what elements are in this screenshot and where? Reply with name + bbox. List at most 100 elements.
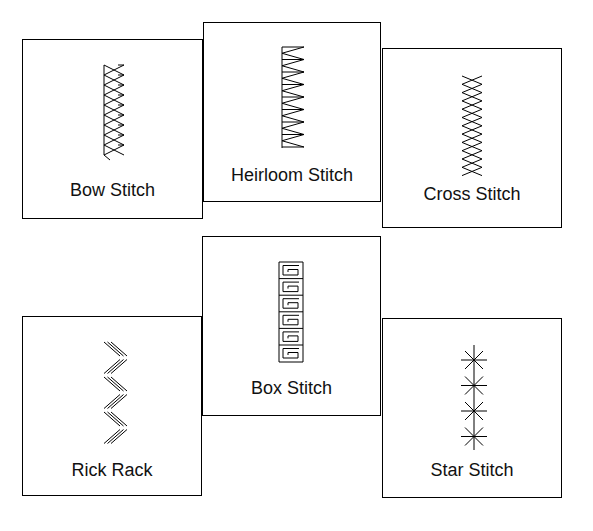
heirloom-stitch xyxy=(282,85,304,91)
cross-stitch xyxy=(462,126,482,134)
box-stitch xyxy=(279,262,303,263)
bow-stitch xyxy=(104,155,110,160)
bow-stitch xyxy=(104,125,124,135)
stitch-box: Heirloom Stitch xyxy=(203,22,381,202)
bow-stitch xyxy=(104,75,124,85)
cross-stitch xyxy=(462,76,482,84)
bow-stitch xyxy=(118,85,124,86)
heirloom-stitch xyxy=(282,122,304,128)
heirloom-stitch xyxy=(282,91,304,97)
bow-stitch xyxy=(104,65,124,75)
bow-stitch xyxy=(118,125,124,126)
stitch-name: Box Stitch xyxy=(249,377,334,399)
rick-rack xyxy=(111,360,127,374)
bow-stitch xyxy=(118,95,124,96)
cross-stitch xyxy=(462,76,482,84)
box-stitch xyxy=(283,315,299,325)
heirloom-stitch xyxy=(282,147,304,148)
box-stitch xyxy=(283,332,299,342)
heirloom-stitch xyxy=(282,72,304,78)
bow-stitch xyxy=(118,115,124,116)
bow-stitch xyxy=(104,105,124,115)
cross-stitch xyxy=(462,93,482,101)
rick-rack xyxy=(104,395,120,409)
star-stitch xyxy=(465,377,483,395)
rick-rack xyxy=(108,360,124,374)
heirloom-stitch xyxy=(282,60,304,66)
bow-stitch xyxy=(104,135,124,145)
rick-rack xyxy=(104,430,120,444)
cross-stitch xyxy=(462,159,482,167)
stitch-name: Bow Stitch xyxy=(68,179,157,201)
heirloom-stitch xyxy=(282,97,304,103)
heirloom-stitch xyxy=(282,103,304,109)
stitch-box: Bow Stitch xyxy=(22,39,203,219)
box-stitch xyxy=(279,345,303,346)
heirloom-stitch xyxy=(282,59,304,60)
bow-stitch xyxy=(118,105,124,106)
star-stitch xyxy=(465,402,483,420)
cross-stitch xyxy=(462,84,482,92)
cross-stitch xyxy=(462,101,482,109)
bow-stitch xyxy=(118,75,124,76)
cross-stitch xyxy=(462,142,482,150)
heirloom-stitch xyxy=(282,134,304,135)
star-stitch xyxy=(465,428,483,446)
bow-stitch xyxy=(104,85,124,95)
heirloom-stitch xyxy=(282,53,304,59)
cross-stitch xyxy=(462,167,482,175)
cross-stitch xyxy=(462,134,482,142)
bow-stitch xyxy=(104,115,124,125)
heirloom-stitch xyxy=(282,122,304,123)
heirloom-stitch xyxy=(282,72,304,73)
box-stitch xyxy=(283,266,299,276)
cross-stitch xyxy=(462,101,482,109)
cross-stitch xyxy=(462,109,482,117)
bow-stitch xyxy=(118,65,124,66)
bow-stitch xyxy=(104,65,124,75)
heirloom-stitch xyxy=(282,84,304,85)
rick-rack xyxy=(108,377,124,391)
bow-stitch xyxy=(104,75,124,85)
stitch-box: Box Stitch xyxy=(202,236,381,416)
cross-stitch xyxy=(462,118,482,126)
heirloom-stitch xyxy=(282,128,304,134)
rick-rack xyxy=(104,342,120,356)
star-stitch xyxy=(465,402,483,420)
box-stitch xyxy=(283,299,299,309)
rick-rack xyxy=(108,430,124,444)
rick-rack xyxy=(111,430,127,444)
cross-stitch xyxy=(462,134,482,142)
cross-stitch xyxy=(462,126,482,134)
stitch-box: Rick Rack xyxy=(22,316,202,496)
cross-stitch xyxy=(462,142,482,150)
box-stitch xyxy=(283,282,299,292)
heirloom-stitch xyxy=(282,135,304,141)
rick-rack xyxy=(111,395,127,409)
bow-stitch xyxy=(104,145,124,155)
cross-stitch xyxy=(462,109,482,117)
box-stitch xyxy=(279,328,303,329)
bow-stitch xyxy=(104,95,124,105)
bow-stitch xyxy=(104,105,124,115)
rick-rack xyxy=(104,360,120,374)
cross-stitch xyxy=(462,159,482,167)
rick-rack xyxy=(108,412,124,426)
bow-stitch xyxy=(104,115,124,125)
bow-stitch xyxy=(104,95,124,105)
rick-rack xyxy=(111,342,127,356)
stitch-name: Heirloom Stitch xyxy=(229,164,355,186)
cross-stitch xyxy=(462,167,482,175)
star-stitch xyxy=(465,428,483,446)
heirloom-stitch xyxy=(282,78,304,84)
cross-stitch xyxy=(462,84,482,92)
bow-stitch xyxy=(104,125,124,135)
box-stitch xyxy=(279,295,303,296)
bow-stitch xyxy=(104,85,124,95)
stitch-box: Cross Stitch xyxy=(382,48,562,228)
box-stitch xyxy=(279,278,303,279)
star-stitch xyxy=(465,351,483,369)
rick-rack xyxy=(111,377,127,391)
heirloom-stitch xyxy=(282,66,304,72)
